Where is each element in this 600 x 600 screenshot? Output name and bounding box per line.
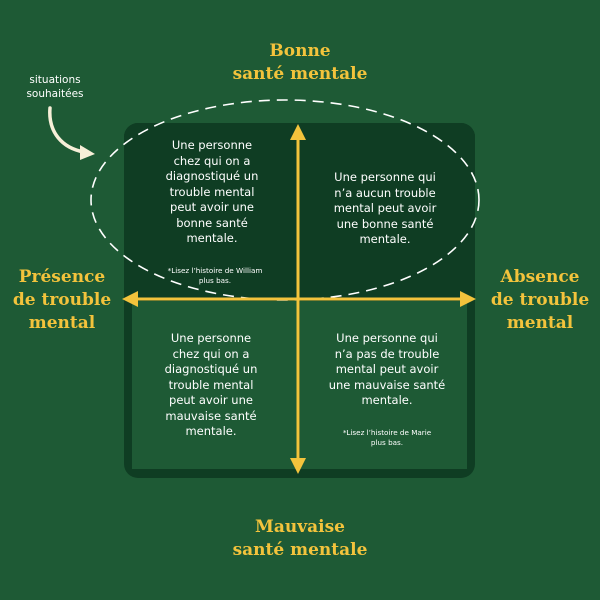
horizontal-double-arrow-icon: [122, 291, 476, 307]
axis-label-right: Absence de trouble mental: [480, 266, 600, 335]
desired-situations-ellipse: [90, 99, 480, 301]
desired-situations-text: situations souhaitées: [26, 74, 84, 100]
quadrant-bottom-right: [300, 301, 467, 469]
quadrant-top-left-text: Une personne chez qui on a diagnostiqué …: [165, 138, 259, 245]
quadrant-top-right: [300, 123, 475, 300]
axis-label-top: Bonne santé mentale: [200, 40, 400, 86]
quadrant-bottom-left: [132, 301, 299, 469]
curved-arrow-icon: [48, 106, 95, 160]
quadrant-bottom-left-text: Une personne chez qui on a diagnostiqué …: [164, 331, 258, 438]
axis-label-bottom: Mauvaise santé mentale: [200, 516, 400, 562]
axis-label-right-text: Absence de trouble mental: [490, 267, 590, 333]
quadrant-top-right-text: Une personne qui n’a aucun trouble menta…: [333, 170, 437, 246]
quadrant-top-left-note: *Lisez l’histoire de William plus bas.: [167, 266, 263, 285]
axis-label-left-text: Présence de trouble mental: [12, 267, 112, 333]
quadrant-top-left: [124, 123, 299, 300]
desired-situations-label: situations souhaitées: [14, 73, 96, 101]
quadrant-bottom-right-text: Une personne qui n’a pas de trouble ment…: [328, 331, 446, 407]
axis-label-left: Présence de trouble mental: [0, 266, 124, 335]
axis-label-bottom-text: Mauvaise santé mentale: [232, 517, 368, 560]
axis-label-top-text: Bonne santé mentale: [232, 41, 368, 84]
quadrant-bottom-right-note: *Lisez l’histoire de Marie plus bas.: [342, 428, 432, 447]
